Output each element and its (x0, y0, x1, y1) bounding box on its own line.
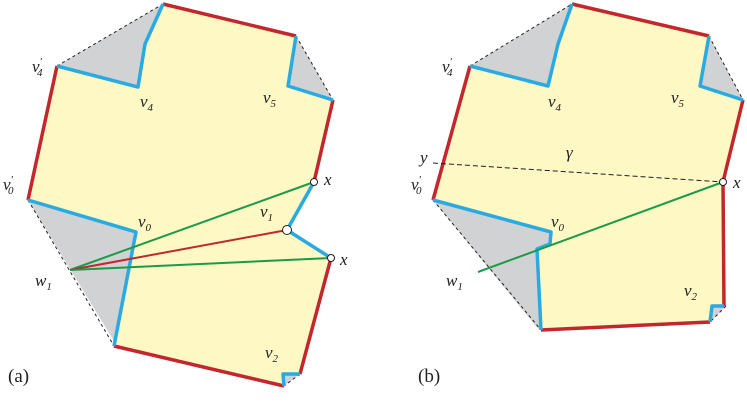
vertex-x-top-marker (310, 178, 318, 186)
label-w1-b: w1 (446, 271, 463, 293)
caption-a: (a) (8, 366, 29, 387)
vertex-v1-marker (282, 225, 292, 235)
panel-b: v′4 v4 v5 y γ v′0 x v0 w1 v2 (b) (411, 2, 745, 387)
panel-a: v′4 v4 v5 v′0 v0 v1 w1 x x v2 (a) (3, 2, 348, 388)
red-edges-a (26, 2, 335, 388)
label-v5-a: v5 (263, 88, 277, 110)
label-v0-prime-a: v′0 (3, 174, 14, 197)
pocket-bottom-right (283, 374, 300, 386)
label-v4-b: v4 (548, 92, 562, 114)
gamma-dashed-line (432, 162, 724, 183)
green-segment-b (477, 181, 724, 273)
pocket-top-right (288, 36, 333, 100)
label-x-bottom-a: x (339, 250, 348, 269)
label-v4-prime-b: v′4 (442, 56, 453, 79)
label-gamma-b: γ (566, 143, 574, 162)
label-x-top-a: x (323, 170, 332, 189)
label-v1-a: v1 (260, 202, 273, 224)
label-v5-b: v5 (671, 88, 685, 110)
label-w1-a: w1 (35, 271, 52, 293)
green-segment-bottom (69, 257, 332, 271)
polygon-region-b (433, 4, 743, 330)
label-v0-b: v0 (551, 212, 565, 234)
label-v4-prime-a: v′4 (32, 56, 43, 79)
blue-edges-b (432, 3, 744, 331)
label-x-b: x (732, 173, 741, 192)
label-v4-a: v4 (140, 92, 154, 114)
green-segment-top (69, 181, 315, 271)
hull-dashes-b (432, 3, 744, 331)
label-y-b: y (418, 148, 428, 167)
pocket-left (28, 200, 136, 346)
red-segment-v1 (69, 229, 288, 271)
caption-b: (b) (418, 366, 440, 387)
pocket-top-left-b (470, 4, 572, 86)
pocket-left-b (433, 200, 551, 330)
hull-dashes-a (27, 3, 334, 387)
label-v2-b: v2 (684, 281, 698, 303)
vertex-x-marker-b (719, 178, 727, 186)
label-v0-prime-b: v′0 (411, 174, 422, 197)
pocket-top-right-b (700, 36, 743, 100)
label-v0-a: v0 (138, 212, 152, 234)
vertex-x-bottom-marker (327, 254, 335, 262)
label-v2-a: v2 (265, 343, 279, 365)
pocket-top-left (57, 4, 163, 87)
pocket-bottom-right-b (710, 306, 726, 322)
polygon-region-a (28, 4, 333, 386)
